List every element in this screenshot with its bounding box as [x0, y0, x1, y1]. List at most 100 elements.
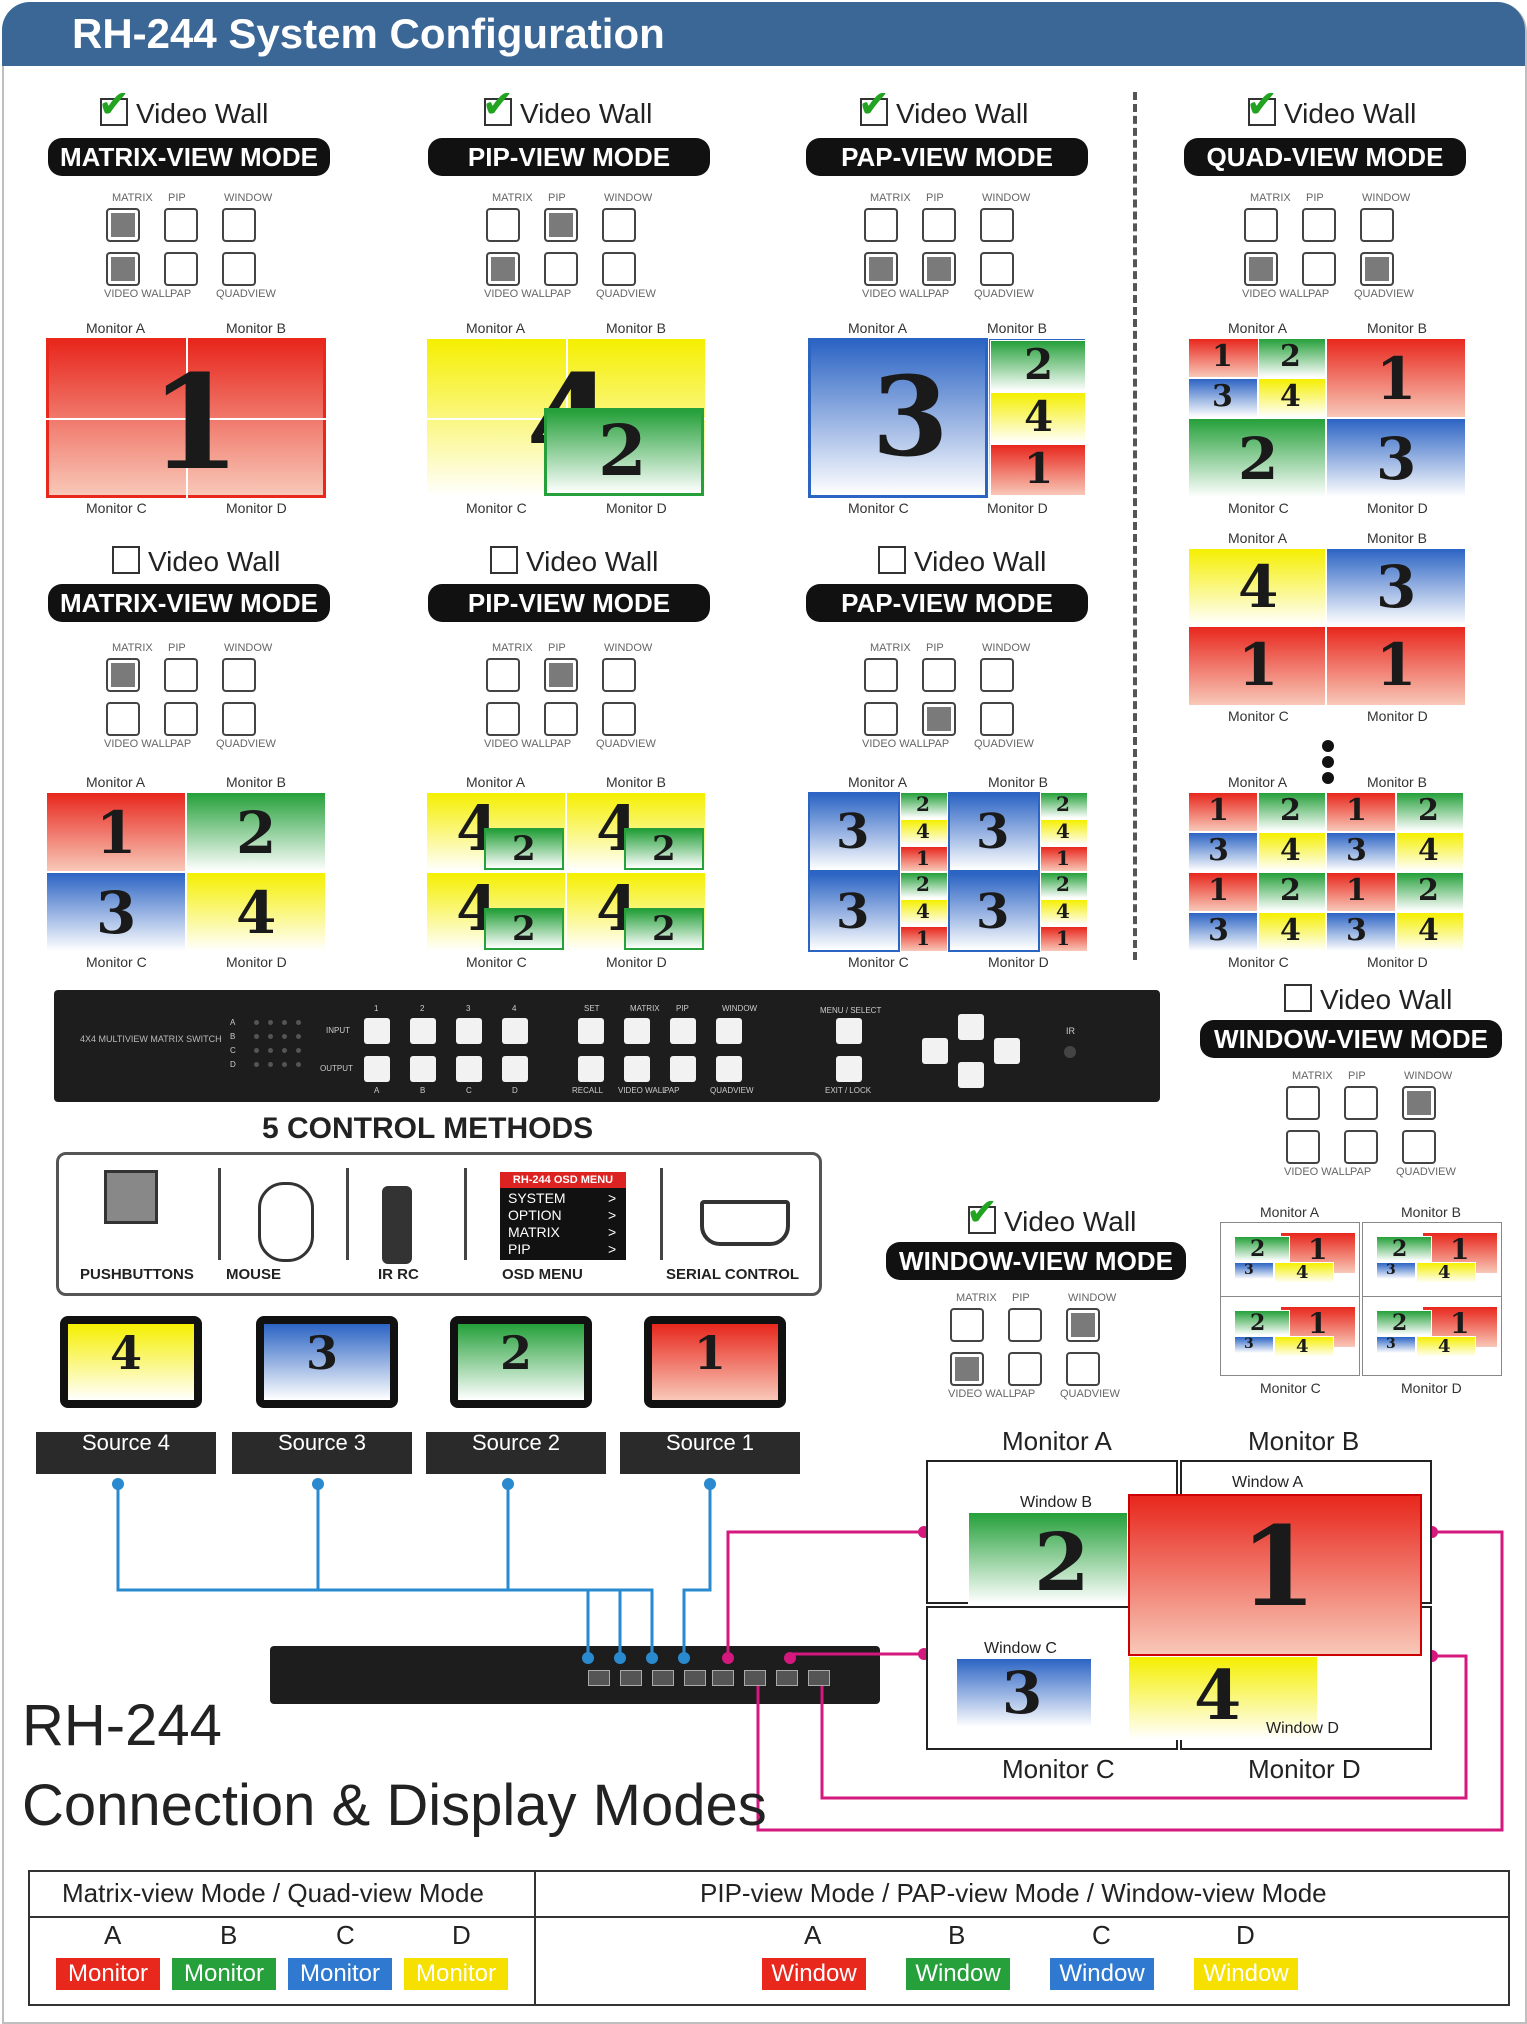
button-quadview[interactable]: [980, 252, 1014, 286]
fp-button-pip[interactable]: [670, 1018, 696, 1044]
checked-checkbox-icon[interactable]: ✔: [966, 1192, 998, 1234]
button-pap[interactable]: [922, 252, 956, 286]
button-window[interactable]: [602, 208, 636, 242]
button-matrix[interactable]: [106, 658, 140, 692]
video-wall-checkbox[interactable]: Video Wall: [490, 546, 658, 578]
button-matrix[interactable]: [864, 658, 898, 692]
button-matrix[interactable]: [950, 1308, 984, 1342]
button-quadview[interactable]: [1360, 252, 1394, 286]
button-pap[interactable]: [544, 252, 578, 286]
button-matrix[interactable]: [864, 208, 898, 242]
button-window[interactable]: [222, 658, 256, 692]
video-wall-checkbox[interactable]: ✔Video Wall: [966, 1192, 1136, 1238]
video-wall-checkbox[interactable]: Video Wall: [878, 546, 1046, 578]
button-window[interactable]: [602, 658, 636, 692]
video-wall-checkbox[interactable]: ✔Video Wall: [1246, 84, 1416, 130]
button-quadview[interactable]: [222, 702, 256, 736]
button-pap[interactable]: [544, 702, 578, 736]
video-wall-checkbox[interactable]: ✔Video Wall: [482, 84, 652, 130]
input-button-4[interactable]: [502, 1018, 528, 1044]
button-window[interactable]: [1402, 1086, 1436, 1120]
arrow-left-button[interactable]: [922, 1038, 948, 1064]
fp-label-pap: PAP: [664, 1086, 680, 1095]
output-button-C[interactable]: [456, 1056, 482, 1082]
button-quadview[interactable]: [602, 252, 636, 286]
output-button-D[interactable]: [502, 1056, 528, 1082]
video-wall-checkbox[interactable]: Video Wall: [1284, 984, 1452, 1016]
fp-button-pap[interactable]: [670, 1056, 696, 1082]
button-videowall[interactable]: [106, 252, 140, 286]
button-matrix[interactable]: [486, 658, 520, 692]
button-quadview[interactable]: [1402, 1130, 1436, 1164]
button-matrix[interactable]: [106, 208, 140, 242]
fp-button-quadview[interactable]: [716, 1056, 742, 1082]
source-device-3: Source 1: [620, 1430, 800, 1474]
button-quadview[interactable]: [1066, 1352, 1100, 1386]
button-pap[interactable]: [164, 702, 198, 736]
arrow-up-button[interactable]: [958, 1014, 984, 1040]
exit-lock-button[interactable]: [836, 1056, 862, 1082]
button-pip[interactable]: [1302, 208, 1336, 242]
button-pip[interactable]: [1344, 1086, 1378, 1120]
button-videowall[interactable]: [950, 1352, 984, 1386]
button-matrix[interactable]: [1244, 208, 1278, 242]
button-pip[interactable]: [544, 658, 578, 692]
video-wall-checkbox[interactable]: ✔Video Wall: [98, 84, 268, 130]
unchecked-checkbox-icon[interactable]: [490, 546, 518, 574]
button-videowall[interactable]: [106, 702, 140, 736]
button-pap[interactable]: [1302, 252, 1336, 286]
button-label-window: WINDOW: [1404, 1070, 1453, 1082]
button-pap[interactable]: [922, 702, 956, 736]
button-videowall[interactable]: [864, 252, 898, 286]
button-pap[interactable]: [164, 252, 198, 286]
input-button-3[interactable]: [456, 1018, 482, 1044]
monitor-c-label: Monitor C: [848, 500, 909, 516]
button-pap[interactable]: [1008, 1352, 1042, 1386]
fp-button-set[interactable]: [578, 1018, 604, 1044]
quad-mini-3: [1326, 832, 1396, 872]
fp-button-matrix[interactable]: [624, 1018, 650, 1044]
button-quadview[interactable]: [980, 702, 1014, 736]
button-pip[interactable]: [164, 208, 198, 242]
button-pap[interactable]: [1344, 1130, 1378, 1164]
button-window[interactable]: [980, 208, 1014, 242]
button-videowall[interactable]: [486, 702, 520, 736]
arrow-down-button[interactable]: [958, 1062, 984, 1088]
input-button-1[interactable]: [364, 1018, 390, 1044]
button-pip[interactable]: [922, 658, 956, 692]
checked-checkbox-icon[interactable]: ✔: [858, 84, 890, 126]
output-button-A[interactable]: [364, 1056, 390, 1082]
button-quadview[interactable]: [602, 702, 636, 736]
button-videowall[interactable]: [864, 702, 898, 736]
output-button-B[interactable]: [410, 1056, 436, 1082]
button-quadview[interactable]: [222, 252, 256, 286]
button-videowall[interactable]: [1244, 252, 1278, 286]
button-pip[interactable]: [544, 208, 578, 242]
button-window[interactable]: [1360, 208, 1394, 242]
unchecked-checkbox-icon[interactable]: [112, 546, 140, 574]
input-button-2[interactable]: [410, 1018, 436, 1044]
button-matrix[interactable]: [1286, 1086, 1320, 1120]
button-videowall[interactable]: [1286, 1130, 1320, 1164]
button-window[interactable]: [980, 658, 1014, 692]
arrow-right-button[interactable]: [994, 1038, 1020, 1064]
checked-checkbox-icon[interactable]: ✔: [98, 84, 130, 126]
button-window[interactable]: [1066, 1308, 1100, 1342]
unchecked-checkbox-icon[interactable]: [878, 546, 906, 574]
menu-select-button[interactable]: [836, 1018, 862, 1044]
checked-checkbox-icon[interactable]: ✔: [1246, 84, 1278, 126]
checked-checkbox-icon[interactable]: ✔: [482, 84, 514, 126]
button-pip[interactable]: [164, 658, 198, 692]
button-window[interactable]: [222, 208, 256, 242]
button-pip[interactable]: [1008, 1308, 1042, 1342]
button-pip[interactable]: [922, 208, 956, 242]
button-videowall[interactable]: [486, 252, 520, 286]
fp-button-videowall[interactable]: [624, 1056, 650, 1082]
fp-button-recall[interactable]: [578, 1056, 604, 1082]
button-matrix[interactable]: [486, 208, 520, 242]
video-wall-checkbox[interactable]: ✔Video Wall: [858, 84, 1028, 130]
fp-button-window[interactable]: [716, 1018, 742, 1044]
video-wall-checkbox[interactable]: Video Wall: [112, 546, 280, 578]
unchecked-checkbox-icon[interactable]: [1284, 984, 1312, 1012]
